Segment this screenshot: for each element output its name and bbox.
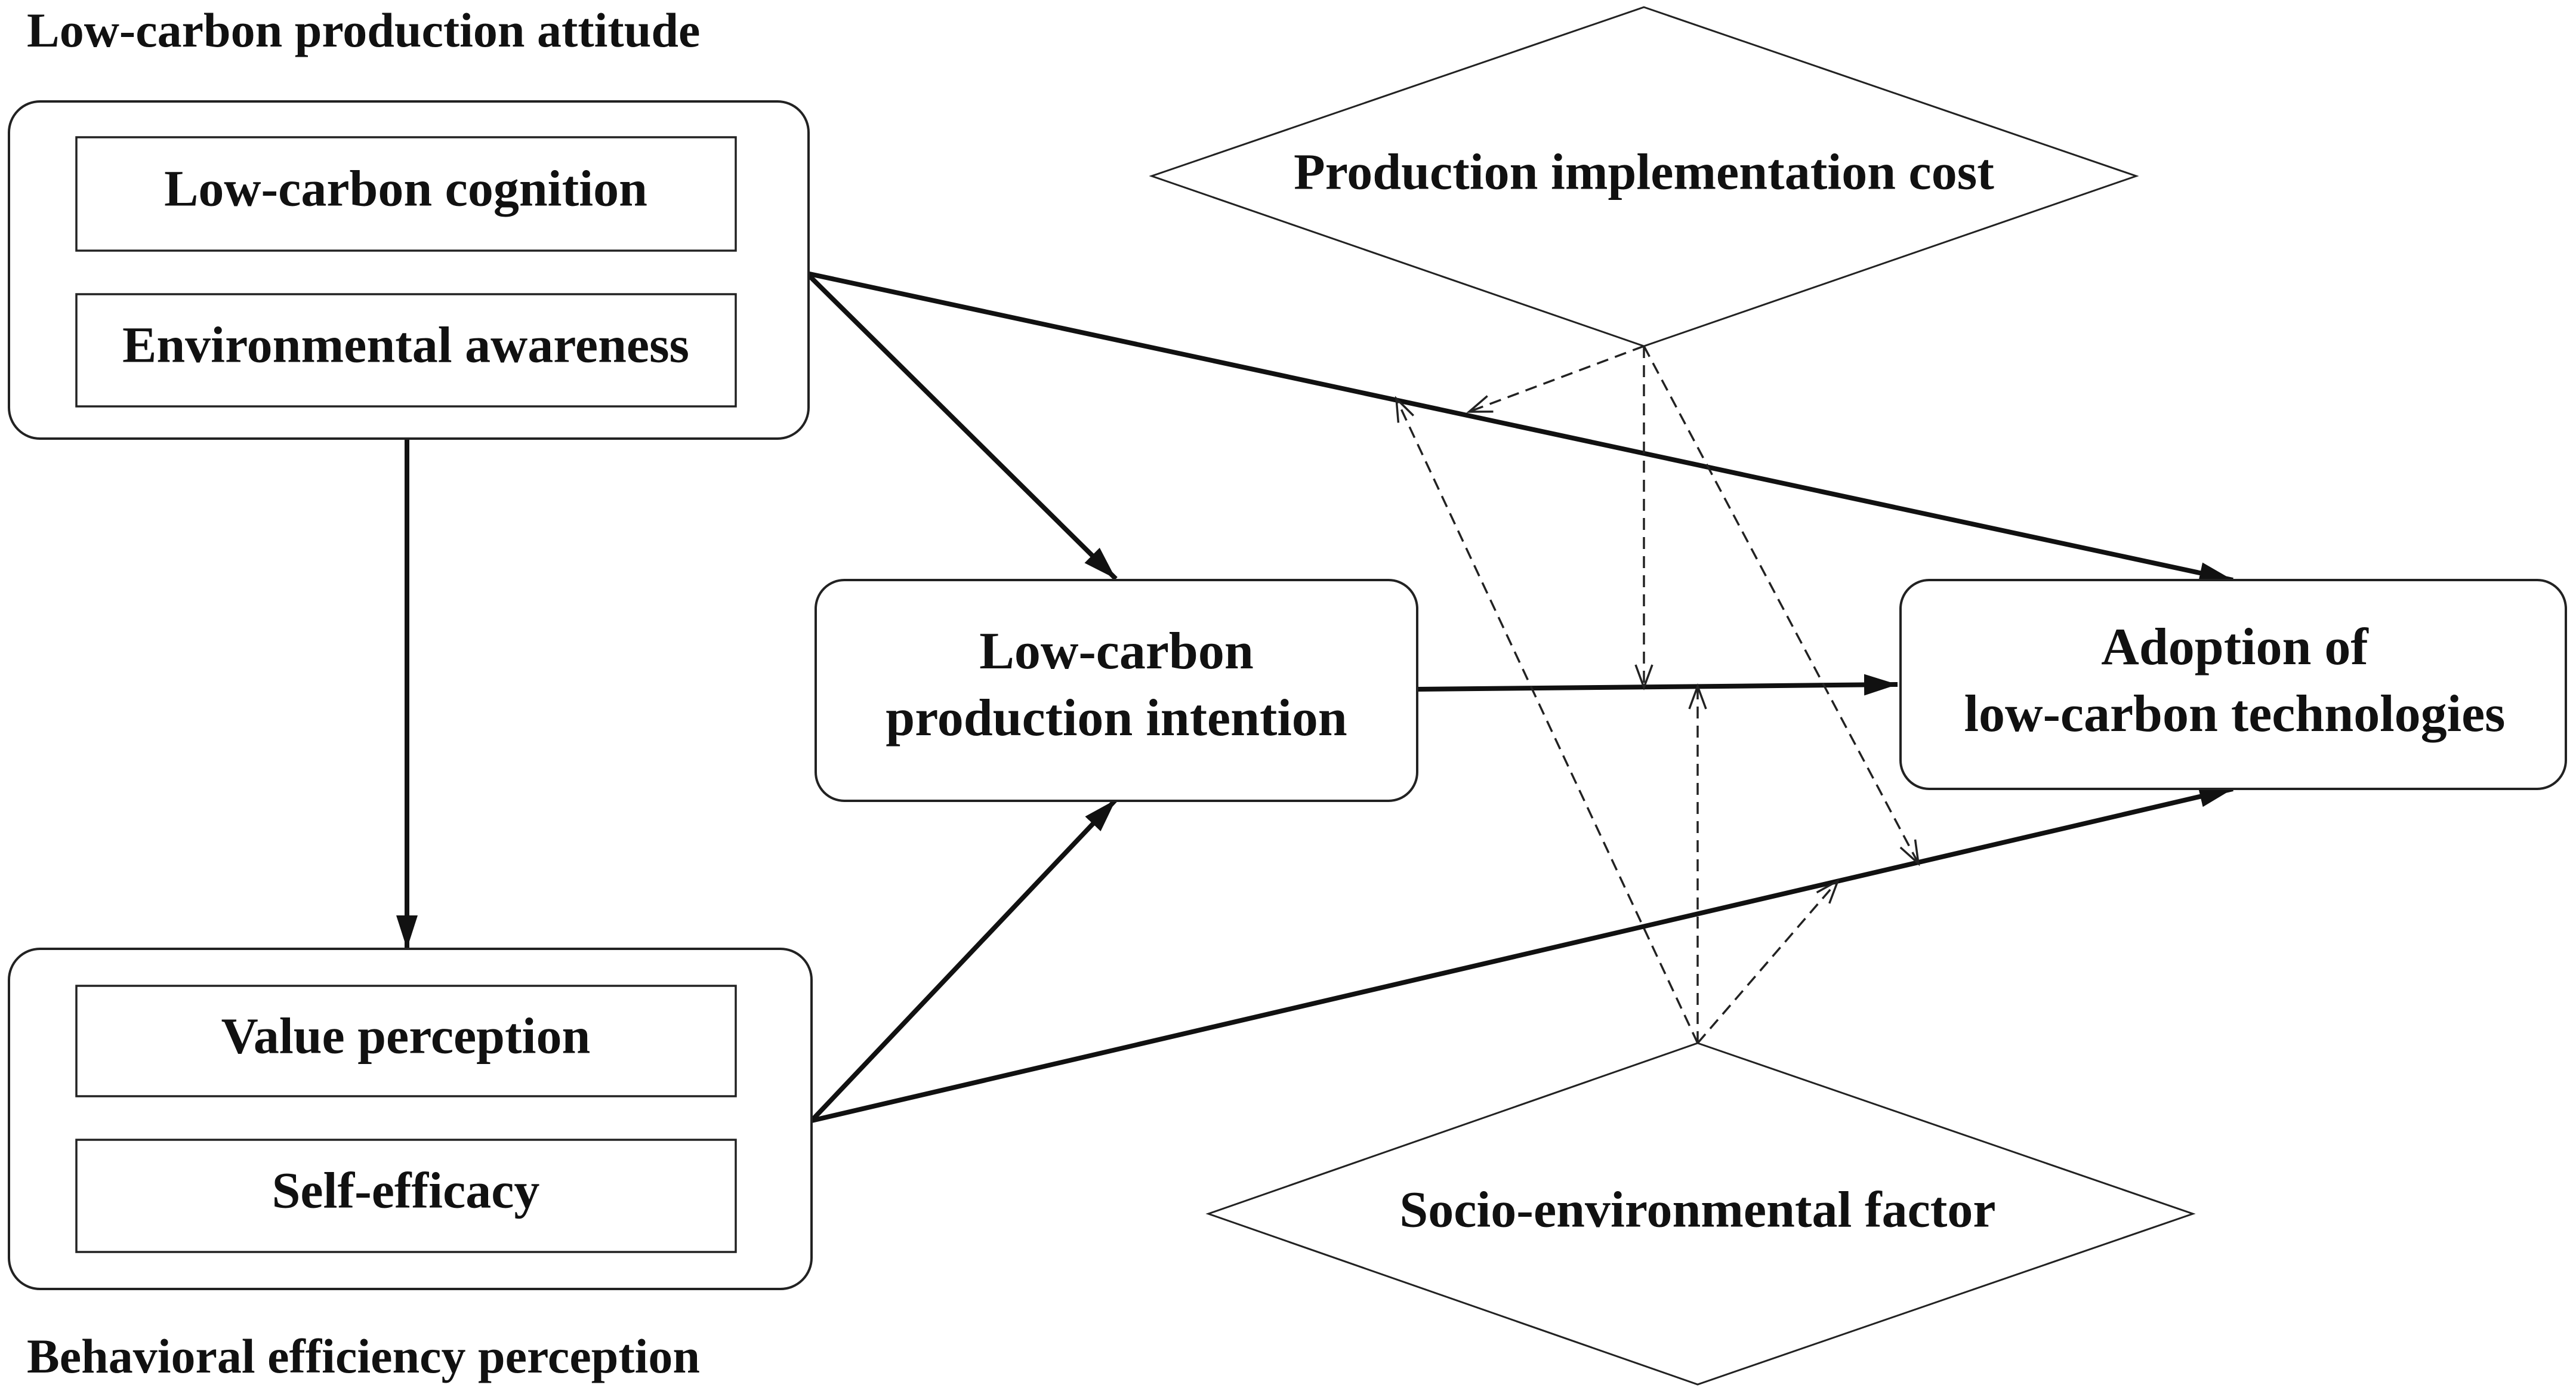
arrow-intention-to-adoption xyxy=(1417,674,1898,696)
efficiency-item-box-self-efficacy xyxy=(75,1139,737,1253)
arrow-efficiency-to-intention xyxy=(810,798,1118,1122)
moderation-social-to-efficiency-path xyxy=(1696,878,1840,1044)
efficiency-item-self-efficacy: Self-efficacy xyxy=(272,1162,540,1219)
attitude-item-awareness: Environmental awareness xyxy=(122,316,689,374)
social-moderator-diamond xyxy=(1205,1042,2196,1386)
attitude-item-box-awareness xyxy=(75,293,737,408)
intention-line-2: production intention xyxy=(886,689,1347,747)
attitude-item-box-cognition xyxy=(75,136,737,252)
arrow-attitude-to-intention xyxy=(805,272,1118,581)
arrow-efficiency-to-adoption xyxy=(811,786,2233,1123)
arrow-attitude-to-adoption xyxy=(806,271,2233,584)
efficiency-item-box-value xyxy=(75,985,737,1097)
adoption-box xyxy=(1899,579,2567,790)
intention-line-1: Low-carbon xyxy=(979,622,1254,680)
adoption-line-1: Adoption of xyxy=(2101,618,2369,676)
attitude-group-title: Low-carbon production attitude xyxy=(27,3,700,57)
efficiency-group-title: Behavioral efficiency perception xyxy=(27,1329,700,1383)
adoption-line-2: low-carbon technologies xyxy=(1964,685,2506,743)
cost-moderator-label: Production implementation cost xyxy=(1294,143,1994,201)
moderation-cost-to-attitude-path xyxy=(1466,345,1645,413)
moderation-social-to-attitude-path xyxy=(1395,396,1699,1044)
efficiency-item-value: Value perception xyxy=(221,1007,591,1065)
intention-box xyxy=(815,579,1418,802)
attitude-item-cognition: Low-carbon cognition xyxy=(164,160,647,217)
social-moderator-label: Socio-environmental factor xyxy=(1399,1181,1995,1238)
moderation-cost-to-efficiency-path xyxy=(1643,346,1920,866)
cost-moderator-diamond xyxy=(1149,6,2139,347)
